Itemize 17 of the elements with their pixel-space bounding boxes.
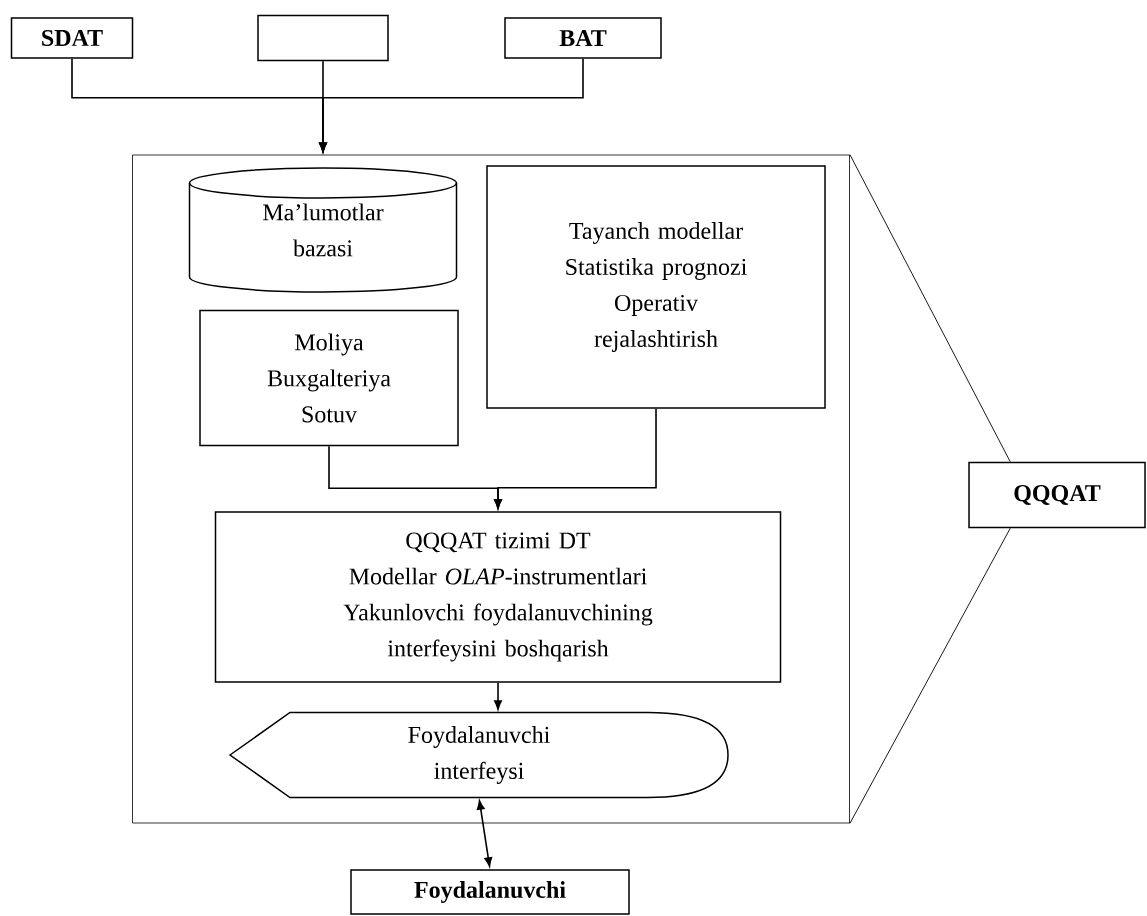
connector-line (849, 154, 1011, 463)
arrow (494, 681, 502, 710)
label-box: Foydalanuvchi (350, 869, 630, 915)
empty-box (257, 14, 389, 62)
system-frame (132, 154, 850, 824)
process-box: Moliya Buxgalteriya Sotuv (199, 309, 459, 447)
database-cylinder: Ma’lumotlar bazasi (188, 167, 458, 293)
label-box: BAT (504, 17, 662, 59)
arrow (319, 57, 584, 153)
process-box: QQQAT tizimi DT Modellar OLAP-instrumentlari Yakunlovchi foydalanuvchining interfeysini boshqarish (214, 511, 782, 683)
label-box: SDAT (10, 17, 134, 59)
arrow (476, 800, 493, 867)
connector-line (849, 527, 1011, 824)
node-label: Ma’lumotlar bazasi (263, 203, 384, 257)
process-box: Tayanch modellar Statistika prognozi Operativ rejalashtirish (486, 165, 826, 409)
arrow (494, 407, 657, 509)
label-box: QQQAT (968, 461, 1146, 529)
